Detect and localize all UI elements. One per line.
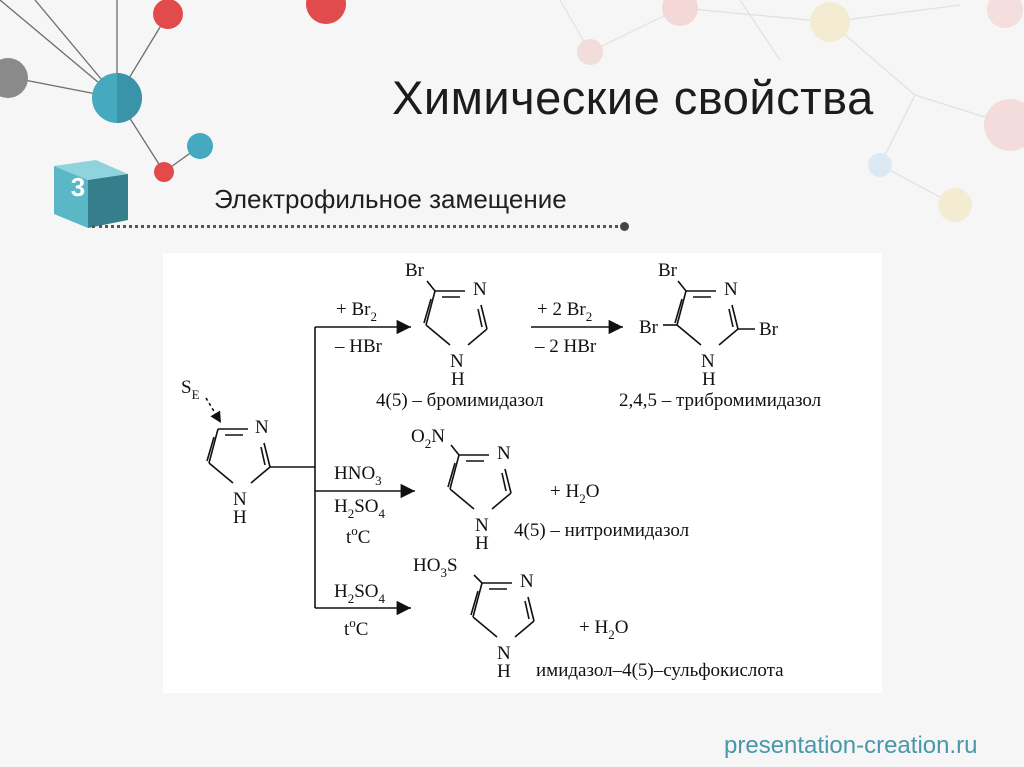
reaction1b-reagent-top: + 2 Br2	[537, 299, 592, 324]
tribromoimidazole-name: 2,4,5 – трибромимидазол	[619, 390, 822, 411]
nitroimidazole-molecule: O2N N N H + H2O 4(5) – нитроимидазол	[411, 426, 690, 554]
svg-text:N: N	[450, 351, 464, 372]
svg-text:Br: Br	[759, 319, 779, 340]
reaction-scheme-panel: SE N N H + Br2 – HBr Br N N H 4(	[163, 253, 882, 693]
dotted-divider	[92, 225, 625, 228]
reaction2-byproduct: + H2O	[550, 481, 599, 506]
svg-text:N: N	[701, 351, 715, 372]
reaction2-reagent-1: HNO3	[334, 463, 382, 488]
section-subtitle: Электрофильное замещение	[214, 184, 567, 214]
atom-h: H	[233, 507, 247, 528]
bromoimidazole-name: 4(5) – бромимидазол	[376, 390, 544, 411]
svg-text:Br: Br	[639, 317, 659, 338]
footer-watermark: presentation-creation.ru	[724, 732, 978, 759]
svg-text:H: H	[497, 661, 511, 682]
svg-text:N: N	[520, 571, 534, 592]
slide-title: Химические свойства	[392, 71, 874, 124]
sulfonic-acid-name: имидазол–4(5)–сульфокислота	[536, 660, 784, 681]
reaction2-reagent-2: H2SO4	[334, 496, 386, 521]
reaction-branches	[291, 319, 623, 616]
svg-text:SE: SE	[181, 377, 200, 402]
svg-text:N: N	[497, 643, 511, 664]
reaction3-temperature: toC	[344, 615, 368, 640]
bromoimidazole-molecule: Br N N H 4(5) – бромимидазол	[376, 260, 544, 411]
svg-text:H: H	[702, 369, 716, 390]
divider-end-dot	[620, 222, 629, 231]
imidazole-start-molecule: SE N N H	[181, 377, 291, 528]
svg-text:HO3S: HO3S	[413, 555, 458, 580]
reaction2-temperature: toC	[346, 523, 370, 548]
atom-n: N	[255, 417, 269, 438]
section-number: 3	[70, 172, 86, 202]
svg-text:O2N: O2N	[411, 426, 445, 451]
reaction1-reagent-top: + Br2	[336, 299, 377, 324]
imidazole-sulfonic-acid-molecule: HO3S N N H + H2O имидазол–4(5)–сульфокис…	[413, 555, 784, 682]
reaction1b-reagent-bottom: – 2 HBr	[534, 336, 597, 357]
svg-text:N: N	[475, 515, 489, 536]
svg-text:N: N	[497, 443, 511, 464]
reaction3-byproduct: + H2O	[579, 617, 628, 642]
reaction1-reagent-bottom: – HBr	[334, 336, 383, 357]
atom-n: N	[233, 489, 247, 510]
svg-text:Br: Br	[658, 260, 678, 281]
svg-text:N: N	[473, 279, 487, 300]
svg-text:H: H	[475, 533, 489, 554]
tribromoimidazole-molecule: Br Br Br N N H 2,4,5 – трибромимидазол	[619, 260, 822, 411]
svg-text:H: H	[451, 369, 465, 390]
nitroimidazole-name: 4(5) – нитроимидазол	[514, 520, 690, 541]
section-number-badge	[54, 160, 128, 228]
svg-text:Br: Br	[405, 260, 425, 281]
reaction-scheme: SE N N H + Br2 – HBr Br N N H 4(	[181, 260, 822, 682]
reaction3-reagent-1: H2SO4	[334, 581, 386, 606]
svg-text:N: N	[724, 279, 738, 300]
se-label: S	[181, 377, 192, 398]
